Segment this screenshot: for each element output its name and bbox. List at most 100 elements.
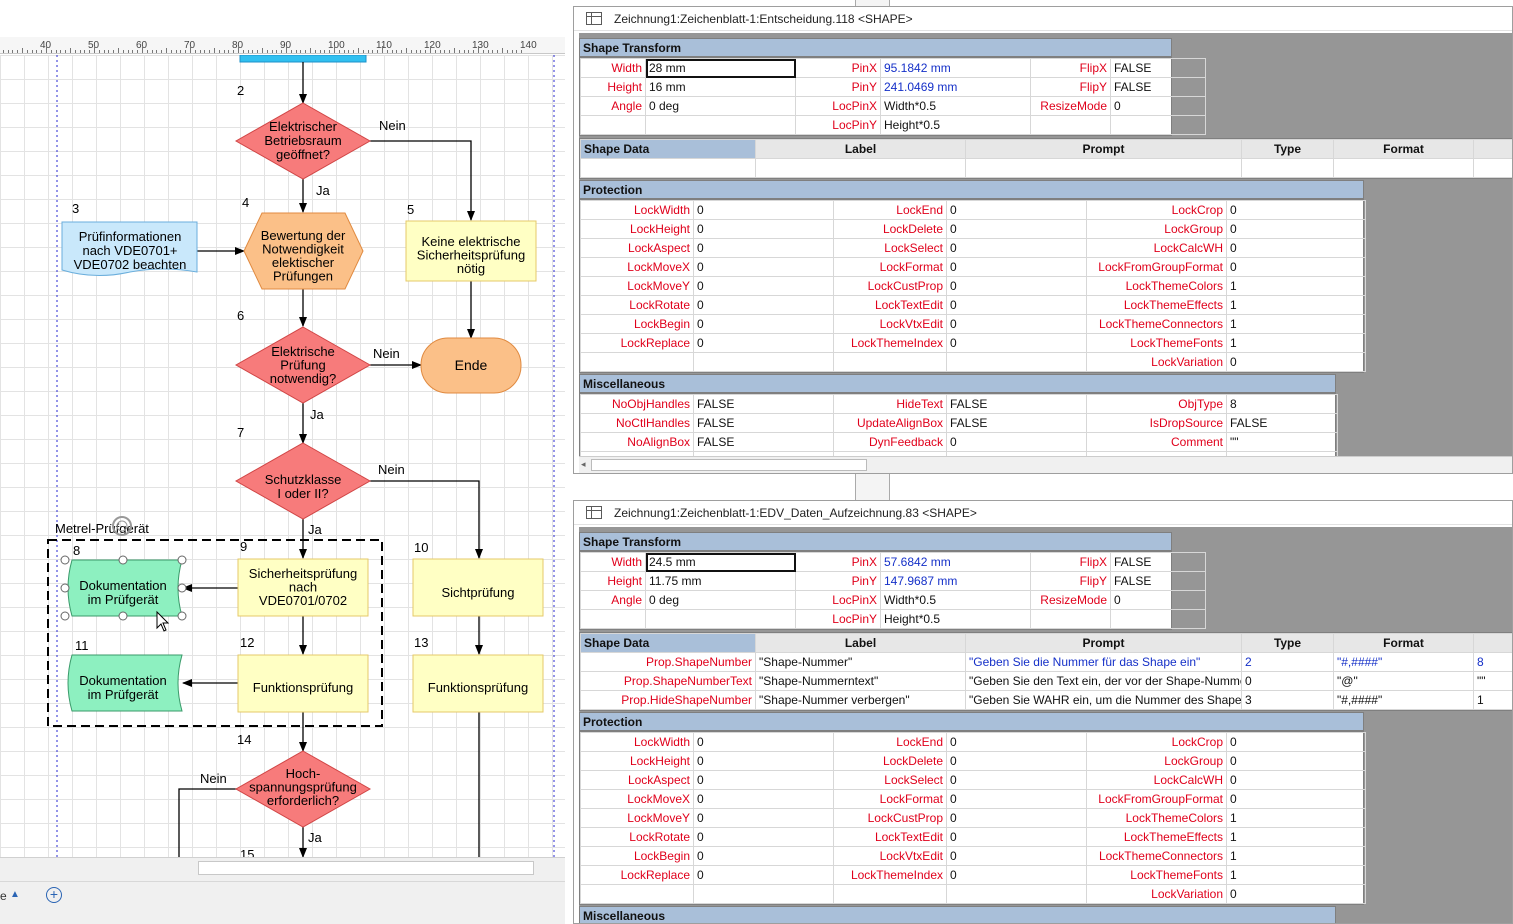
cell-value[interactable]: 1 xyxy=(1226,314,1366,334)
cell-value[interactable] xyxy=(1110,115,1206,135)
cell-value[interactable]: 16 mm xyxy=(645,77,796,97)
cell-value[interactable]: FALSE xyxy=(1110,77,1206,97)
cell-value[interactable]: 0 xyxy=(1241,671,1334,691)
cell-value[interactable]: 0 xyxy=(1110,96,1206,116)
cell-value[interactable]: "" xyxy=(1473,671,1512,691)
cell-value[interactable]: 0 xyxy=(1226,200,1366,220)
cell-value[interactable]: 241.0469 mm xyxy=(880,77,1031,97)
cell-value[interactable]: 0 xyxy=(693,846,834,866)
cell-value[interactable]: FALSE xyxy=(693,432,834,452)
cell-value[interactable]: Width*0.5 xyxy=(880,96,1031,116)
cell-value[interactable]: 0 xyxy=(946,314,1087,334)
empty-cell[interactable] xyxy=(1241,158,1334,178)
cell-value[interactable]: Height*0.5 xyxy=(880,609,1031,629)
document-pruefinformationen[interactable] xyxy=(61,221,198,277)
cell-value[interactable]: 0 xyxy=(693,865,834,885)
cell-value[interactable]: 1 xyxy=(1226,865,1366,885)
cell-value[interactable]: 1 xyxy=(1226,827,1366,847)
cell-value[interactable]: FALSE xyxy=(1110,58,1206,78)
decision-schutzklasse[interactable] xyxy=(234,442,372,520)
cell-value[interactable]: 0 xyxy=(693,770,834,790)
cell-value[interactable]: FALSE xyxy=(1110,571,1206,591)
scrollbar-thumb[interactable] xyxy=(198,861,534,875)
add-page-icon[interactable]: + xyxy=(46,887,62,903)
window-title[interactable]: Zeichnung1:Zeichenblatt-1:Entscheidung.1… xyxy=(574,7,1512,31)
drawing-canvas-area[interactable]: 405060708090100110120130140 Metrel-Prüfg… xyxy=(0,0,565,924)
cell-value[interactable]: 0 xyxy=(946,789,1087,809)
cell-value[interactable]: 0 xyxy=(946,200,1087,220)
decision-betriebsraum[interactable] xyxy=(234,102,372,180)
empty-cell[interactable] xyxy=(1473,158,1512,178)
shapesheet-window-edv-daten[interactable]: Zeichnung1:Zeichenblatt-1:EDV_Daten_Aufz… xyxy=(573,500,1513,924)
cell-value[interactable]: 0 xyxy=(946,808,1087,828)
section-header-shape-data[interactable]: Shape Data xyxy=(580,633,756,653)
rotation-handle-icon[interactable] xyxy=(112,516,132,536)
cell-value[interactable]: 0 xyxy=(946,751,1087,771)
cell-value[interactable]: 0 xyxy=(1226,238,1366,258)
cell-value[interactable]: FALSE xyxy=(693,413,834,433)
cell-value[interactable]: "Geben Sie die Nummer für das Shape ein" xyxy=(965,652,1242,672)
column-header[interactable]: Prompt xyxy=(965,139,1242,159)
cell-value[interactable]: 1 xyxy=(1226,276,1366,296)
process-sicherheitspruefung[interactable] xyxy=(237,558,369,617)
cell-value[interactable]: 8 xyxy=(1473,652,1512,672)
data-storage-doku[interactable] xyxy=(67,654,183,712)
cell-value[interactable]: 3 xyxy=(1241,690,1334,710)
process-funktionspruefung[interactable] xyxy=(237,654,369,713)
cell-value[interactable]: 0 xyxy=(693,238,834,258)
column-header[interactable]: Type xyxy=(1241,633,1334,653)
empty-cell[interactable] xyxy=(580,158,756,178)
cell-value[interactable]: 1 xyxy=(1226,295,1366,315)
cell-value[interactable]: 0 xyxy=(946,219,1087,239)
cell-value[interactable]: 57.6842 mm xyxy=(880,552,1031,572)
cell-value[interactable] xyxy=(946,352,1087,372)
cell-value[interactable]: 0 xyxy=(693,200,834,220)
cell-value[interactable]: FALSE xyxy=(1226,413,1338,433)
cell-value[interactable] xyxy=(1110,609,1206,629)
scroll-left-icon[interactable]: ◂ xyxy=(581,459,586,469)
cell-value[interactable]: 100% xyxy=(1226,451,1338,456)
tab-menu-up-icon[interactable]: ▲ xyxy=(10,889,20,900)
cell-value[interactable]: "Geben Sie WAHR ein, um die Nummer des S… xyxy=(965,690,1242,710)
cell-value[interactable]: 0 xyxy=(1226,751,1366,771)
cell-value[interactable]: 0 xyxy=(946,295,1087,315)
cell-value[interactable]: 0 xyxy=(693,808,834,828)
cell-value[interactable] xyxy=(693,352,834,372)
selection-handles[interactable] xyxy=(60,555,187,621)
cell-value[interactable]: 0 xyxy=(693,827,834,847)
column-header[interactable]: Type xyxy=(1241,139,1334,159)
cell-value[interactable]: 0 xyxy=(693,219,834,239)
cell-value[interactable]: "" xyxy=(1226,432,1338,452)
scrollbar-thumb[interactable] xyxy=(591,459,867,471)
cell-value[interactable]: 0 xyxy=(1226,352,1366,372)
cell-value[interactable]: "#,####" xyxy=(1333,652,1474,672)
cell-value[interactable]: "Geben Sie den Text ein, der vor der Sha… xyxy=(965,671,1242,691)
cell-value[interactable]: 0 xyxy=(693,295,834,315)
cell-value[interactable] xyxy=(645,115,796,135)
cell-value[interactable]: 8 xyxy=(1226,394,1338,414)
cell-value[interactable]: 0 xyxy=(946,865,1087,885)
cell-value[interactable]: 0 xyxy=(946,276,1087,296)
empty-cell[interactable] xyxy=(1333,158,1474,178)
drawing-page[interactable]: Metrel-Prüfgerät xyxy=(0,55,565,857)
decision-elektrische-pruefung[interactable] xyxy=(234,326,372,404)
cell-value[interactable]: 0 xyxy=(693,789,834,809)
cell-value[interactable]: 1 xyxy=(1226,333,1366,353)
process-keine-pruefung[interactable] xyxy=(405,220,537,282)
cell-value[interactable]: 0 xyxy=(1226,770,1366,790)
section-header-protection[interactable]: Protection xyxy=(579,180,1364,199)
cell-value[interactable]: 0 xyxy=(946,257,1087,277)
cell-value[interactable]: 0 xyxy=(693,333,834,353)
section-header-protection[interactable]: Protection xyxy=(579,712,1364,731)
cell-value[interactable]: 0 xyxy=(1226,732,1366,752)
cell-value[interactable]: 0 xyxy=(946,827,1087,847)
column-header[interactable]: Label xyxy=(755,633,966,653)
flowchart[interactable]: Metrel-Prüfgerät xyxy=(0,55,565,857)
cell-value[interactable]: 0 xyxy=(693,257,834,277)
cell-value[interactable]: 0 xyxy=(946,238,1087,258)
cell-value[interactable]: 0 deg xyxy=(645,96,796,116)
process-funktionspruefung-2[interactable] xyxy=(412,654,544,713)
column-header[interactable]: Format xyxy=(1333,633,1474,653)
cell-value[interactable]: "Shape-Nummer verbergen" xyxy=(755,690,966,710)
cell-value[interactable]: 1 xyxy=(1473,690,1512,710)
